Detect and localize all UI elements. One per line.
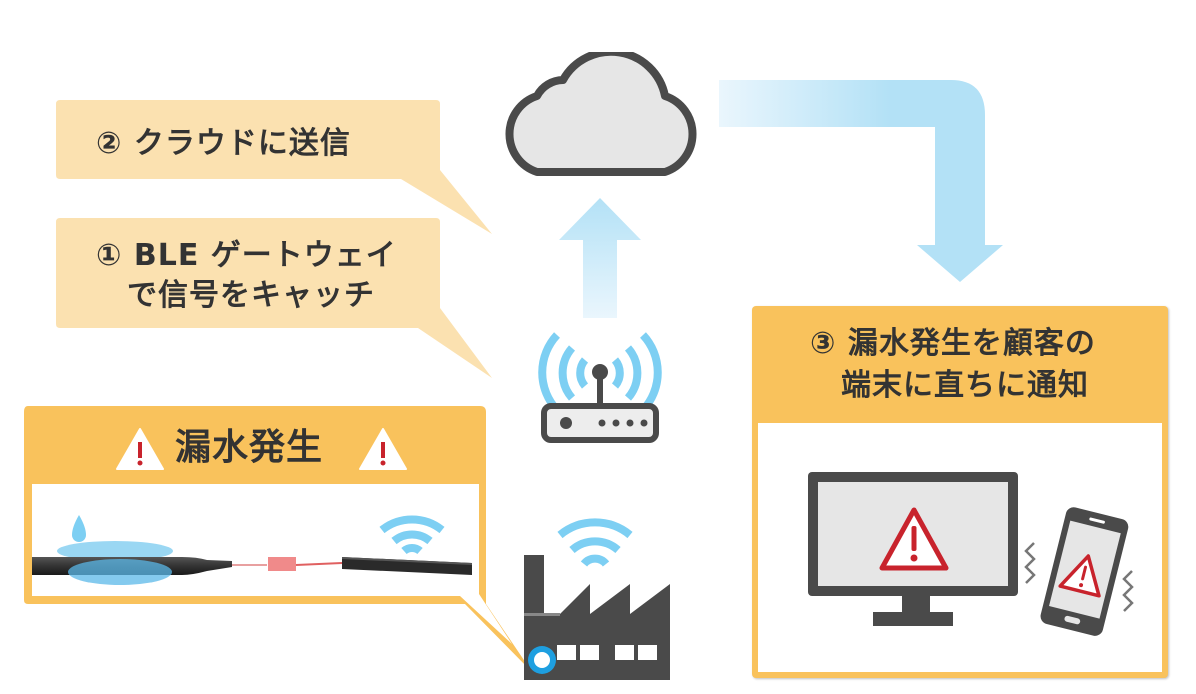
bubble-step-1: [56, 218, 492, 378]
sensor-wifi-icon: [379, 515, 445, 555]
wifi-wave-left-outer: [538, 332, 561, 413]
monitor-alert-icon: [808, 472, 1018, 626]
warning-triangle-icon: [116, 428, 164, 470]
step-2-label: ② クラウドに送信: [96, 126, 351, 161]
step-3-label-line2: 端末に直ちに通知: [810, 368, 1089, 403]
arrow-up-icon: [559, 198, 641, 318]
bubble-step-2: [56, 100, 492, 234]
smartphone-alert-icon: [1024, 507, 1134, 636]
cloud-icon: [505, 52, 697, 176]
step-1-label-line2: で信号をキャッチ: [96, 278, 375, 313]
factory-wifi-icon: [557, 518, 633, 567]
arrow-right-down-icon: [719, 80, 1003, 282]
warning-triangle-icon: [359, 428, 407, 470]
leak-sensor-image: [32, 515, 472, 585]
phone-warning-icon: [1058, 554, 1101, 598]
vibration-icon: [1024, 542, 1134, 612]
step-3-label-line1: ③ 漏水発生を顧客の: [810, 326, 1096, 361]
wifi-router-icon: [538, 332, 662, 443]
sensor-connector: [268, 557, 296, 571]
factory-icon: [524, 518, 670, 680]
leak-box-title: 漏水発生: [175, 427, 324, 468]
water-drop-icon: [72, 515, 86, 542]
step-1-label-line1: ① BLE ゲートウェイ: [96, 238, 397, 273]
water-puddle: [68, 559, 172, 585]
